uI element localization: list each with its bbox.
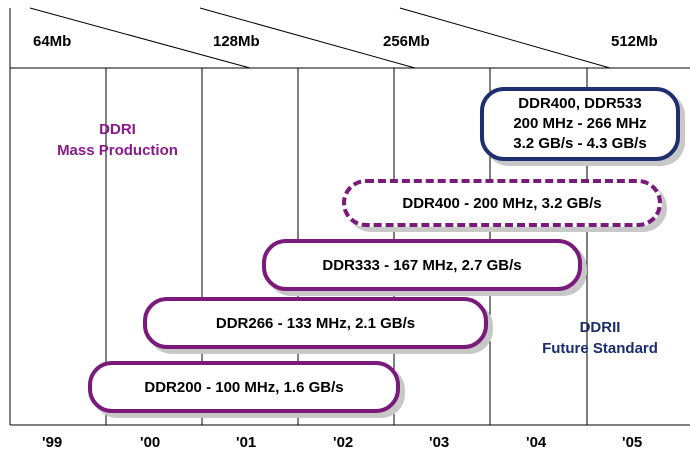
bar-ddr266-label: DDR266 - 133 MHz, 2.1 GB/s [215,314,416,332]
density-diagonal-1 [29,7,251,69]
bar-ddr400-label: DDR400 - 200 MHz, 3.2 GB/s [402,194,602,212]
ddr2-label-line2: Future Standard [542,340,658,357]
bar-ddr333-label: DDR333 - 167 MHz, 2.7 GB/s [322,256,522,274]
bar-ddr200-label: DDR200 - 100 MHz, 1.6 GB/s [144,378,344,396]
ddr2-box-line3: 3.2 GB/s - 4.3 GB/s [513,135,647,152]
year-label-00: '00 [140,434,161,451]
year-label-04: '04 [526,434,547,451]
bar-ddr400: DDR400 - 200 MHz, 3.2 GB/s [342,179,662,227]
ddr2-box-line1: DDR400, DDR533 [518,95,642,112]
bar-ddr200: DDR200 - 100 MHz, 1.6 GB/s [88,361,400,413]
ddr2-spec-box: DDR400, DDR533 200 MHz - 266 MHz 3.2 GB/… [480,87,680,161]
density-label-128mb: 128Mb [213,33,260,50]
year-label-01: '01 [236,434,257,451]
bar-ddr333: DDR333 - 167 MHz, 2.7 GB/s [262,239,582,291]
year-label-02: '02 [333,434,354,451]
ddr2-box-line2: 200 MHz - 266 MHz [513,115,647,132]
ddr1-label: DDRI Mass Production [30,119,205,161]
density-label-256mb: 256Mb [383,33,430,50]
year-label-05: '05 [622,434,643,451]
year-label-03: '03 [429,434,450,451]
density-diagonal-3 [399,7,611,69]
density-label-64mb: 64Mb [33,33,72,50]
density-diagonal-2 [199,7,416,69]
density-label-512mb: 512Mb [611,33,658,50]
ddr2-label-line1: DDRII [579,319,621,336]
ddr1-label-line1: DDRI [99,121,136,138]
bar-ddr266: DDR266 - 133 MHz, 2.1 GB/s [143,297,488,349]
ddr2-label: DDRII Future Standard [525,317,675,359]
year-label-99: '99 [42,434,63,451]
ddr1-label-line2: Mass Production [57,142,178,159]
